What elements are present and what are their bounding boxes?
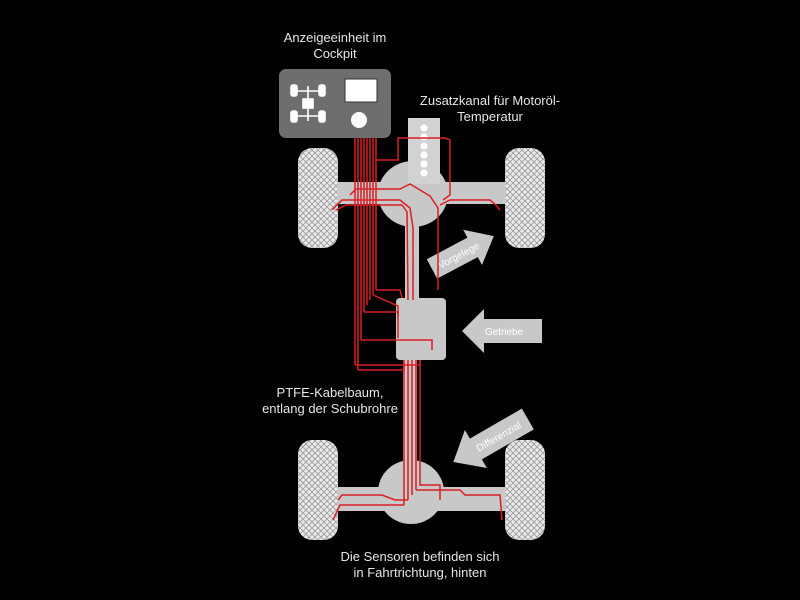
front-right-tire (505, 148, 545, 248)
rear-drive-shaft (403, 358, 417, 468)
cockpit-display-unit (279, 69, 391, 138)
display-screen-icon (344, 78, 378, 103)
transfer-case-arrow: Vorgelege (426, 229, 494, 279)
gearbox-arrow: Getriebe (462, 309, 542, 353)
rear-left-tire (298, 440, 338, 540)
sensors-label: Die Sensoren befinden sich in Fahrtricht… (340, 549, 500, 580)
front-left-tire (298, 148, 338, 248)
gearbox-arrow-label: Getriebe (485, 327, 524, 338)
knob-icon (351, 112, 367, 128)
harness-label: PTFE-Kabelbaum, entlang der Schubrohre (262, 385, 398, 416)
gearbox-box (396, 298, 446, 360)
rear-right-tire (505, 440, 545, 540)
front-axle (298, 148, 545, 248)
rear-differential (378, 460, 444, 524)
rear-axle (298, 440, 545, 540)
ptfe-wire-harness (331, 137, 503, 521)
drivetrain-schematic-icon (290, 84, 326, 123)
oil-temp-sensor-stack (408, 118, 440, 184)
cockpit-display-label: Anzeigeeinheit im Cockpit (283, 30, 387, 61)
oil-temp-channel-label: Zusatzkanal für Motoröl- Temperatur (419, 93, 561, 124)
